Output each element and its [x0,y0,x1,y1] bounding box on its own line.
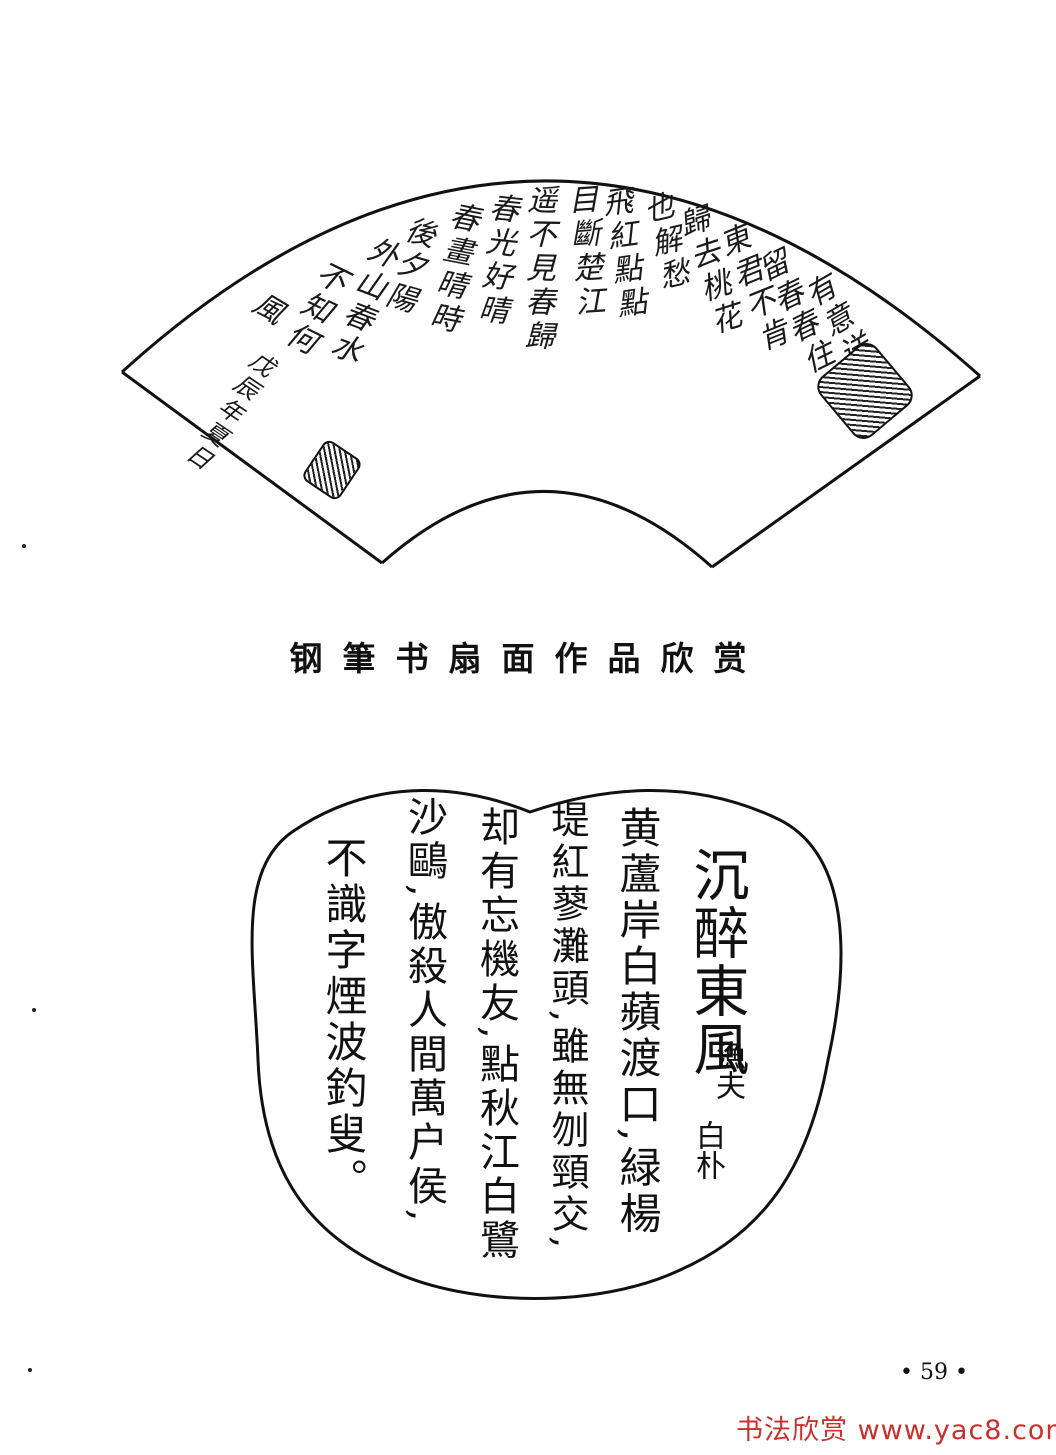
fan-column: 遥不見春歸 [518,183,557,355]
round-fan-title: 沉醉東風 [684,846,749,1078]
print-speck [22,544,26,548]
round-fan-column: 堤紅蓼灘頭,雖無刎頸交, [545,800,589,1253]
page-heading: 钢筆书扇面作品欣赏 [289,639,767,678]
round-fan-outline [250,789,843,1300]
round-fan-author: 白朴 [690,1120,725,1180]
round-fan-column: 不識字煙波釣叟。 [319,836,368,1204]
print-speck [32,1008,36,1012]
round-fan-subtitle: 漁夫 [710,1040,745,1100]
print-speck [28,1368,32,1372]
round-fan-column: 沙鷗,傲殺人間萬户侯, [401,796,447,1226]
site-watermark: 书法欣赏 www.yac8.com [736,1415,1056,1446]
folding-fan-outline [120,179,981,569]
round-fan-column: 却有忘機友,點秋江白鷺 [473,806,519,1263]
round-fan-column: 黄蘆岸白蘋渡口,緑楊 [613,806,662,1238]
page-number: • 59 • [900,1360,968,1385]
